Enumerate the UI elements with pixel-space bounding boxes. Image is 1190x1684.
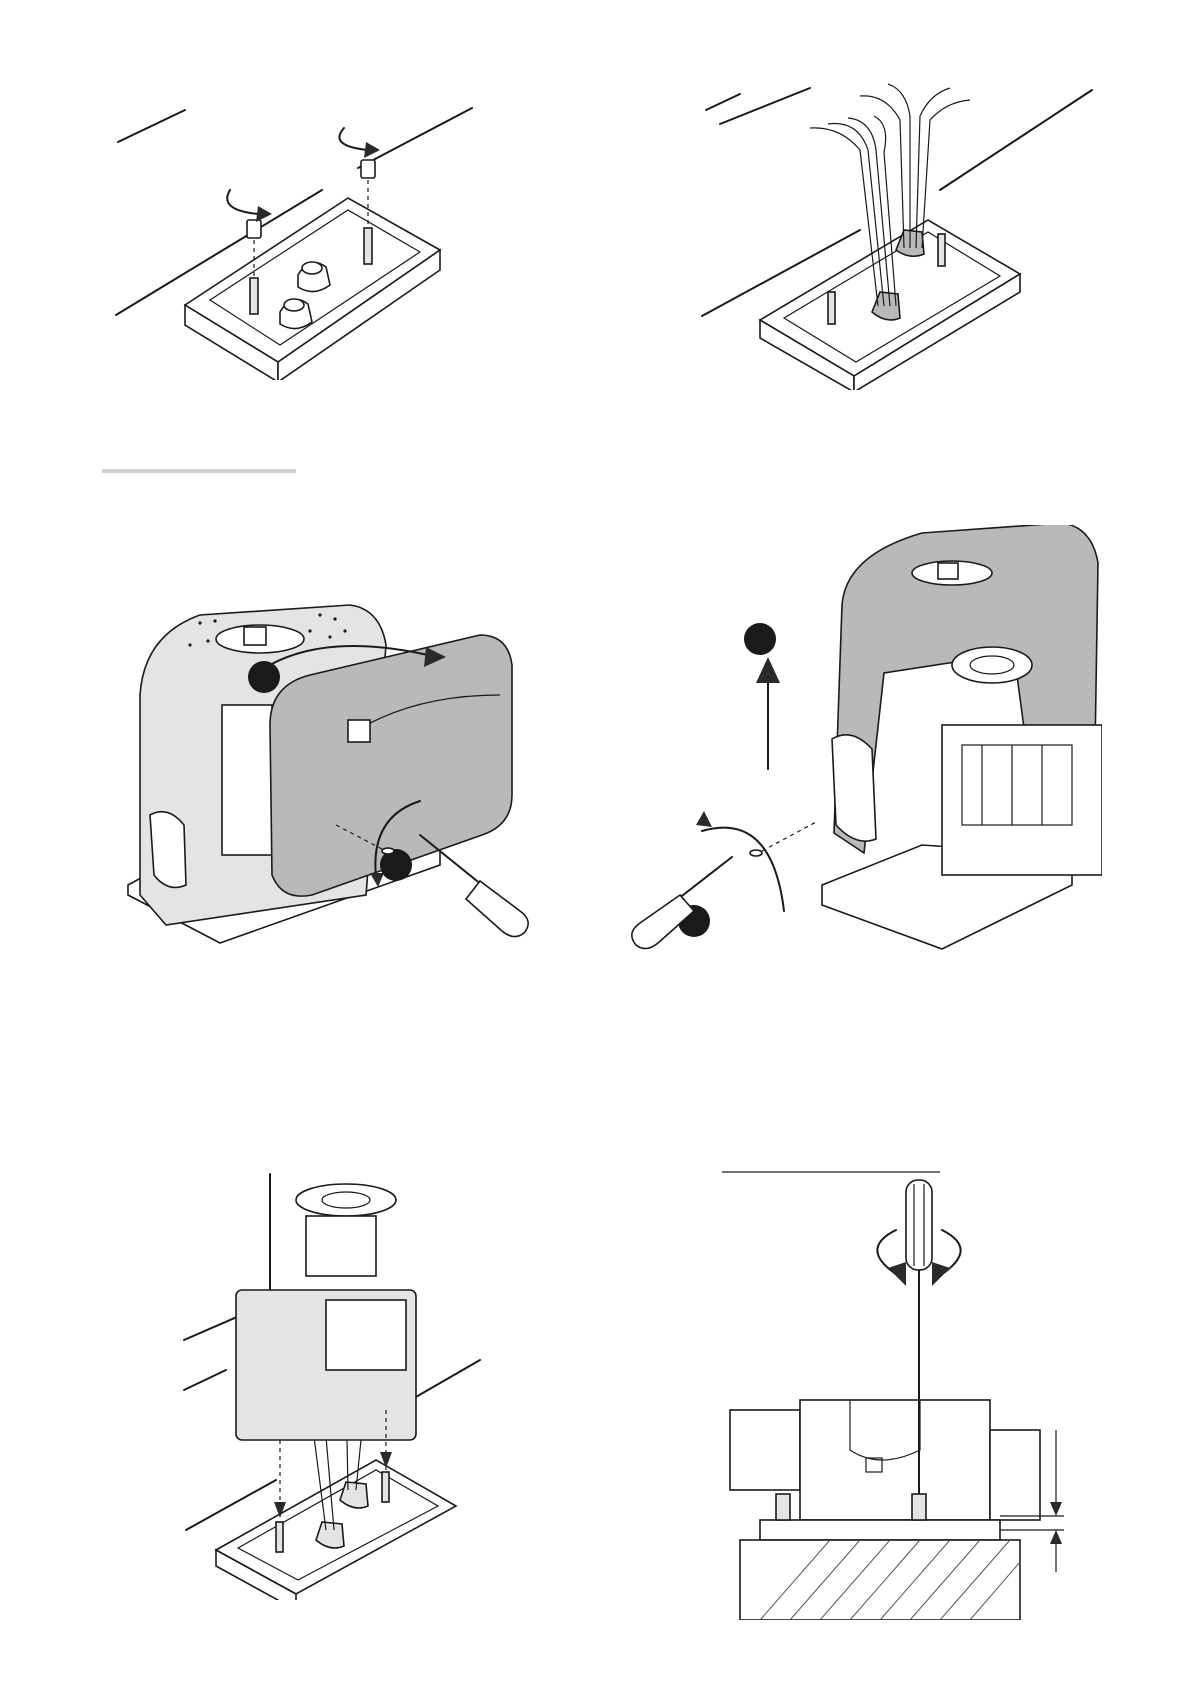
- figure-top-cover-removal: [622, 525, 1102, 1005]
- height-adjustment-illustration: [700, 1170, 1100, 1620]
- top-cover-removal-illustration: [622, 525, 1102, 1005]
- figure-front-cover-removal: [120, 575, 580, 985]
- section-divider: [102, 469, 296, 473]
- cables-conduits-illustration: [700, 80, 1100, 390]
- motor-placement-illustration: [176, 1170, 496, 1600]
- anchor-bolts-illustration: [100, 80, 500, 380]
- figure-height-adjustment: [700, 1170, 1100, 1620]
- front-cover-removal-illustration: [120, 575, 580, 985]
- figure-cables-conduits: [700, 80, 1100, 390]
- figure-anchor-bolts: [100, 80, 500, 380]
- figure-motor-placement: [176, 1170, 496, 1600]
